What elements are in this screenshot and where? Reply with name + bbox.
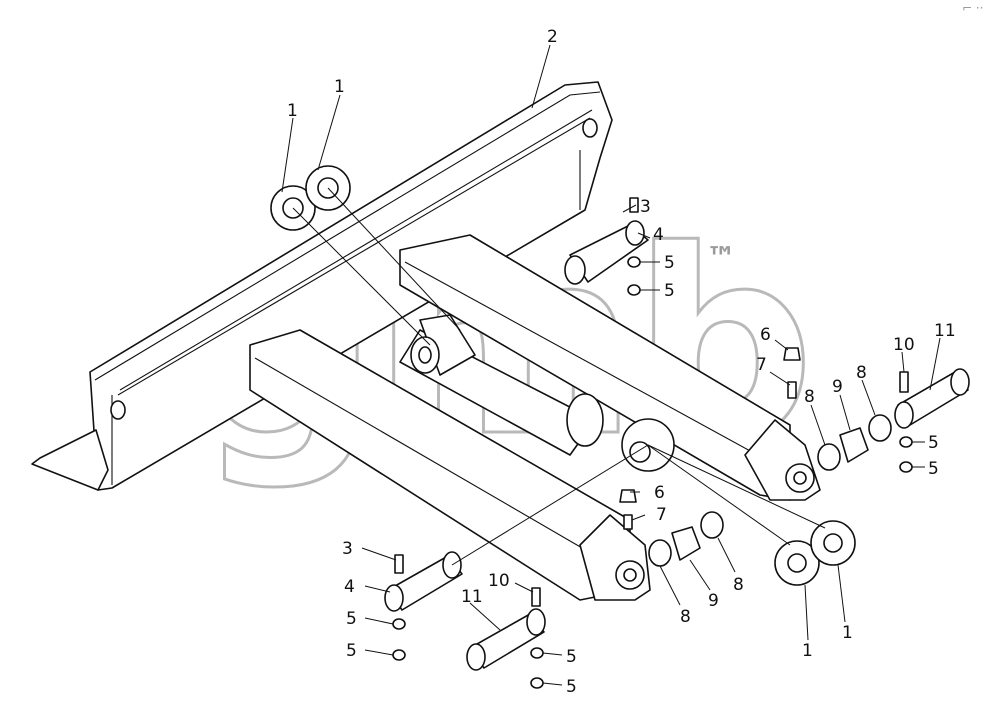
callout-7: 7: [656, 505, 667, 525]
callout-5: 5: [928, 459, 939, 479]
callout-8: 8: [733, 575, 744, 595]
nut-5-right-a: [899, 436, 913, 448]
callout-2: 2: [547, 27, 558, 47]
callouts: 1 1 2 3 4 5 5 6 7 8 9 8 10 11 5 5 6 7 3 …: [287, 27, 956, 697]
nut-5-lower-d: [530, 677, 544, 689]
callout-6: 6: [654, 483, 665, 503]
washer-lower-b-hole: [823, 533, 843, 553]
callout-3: 3: [342, 539, 353, 559]
callout-1: 1: [842, 623, 853, 643]
callout-1: 1: [802, 641, 813, 661]
callout-5: 5: [566, 677, 577, 697]
pin-4-lower: [384, 551, 463, 612]
clevis-right: [744, 419, 821, 501]
pin-11-right: [894, 368, 970, 429]
callout-5: 5: [664, 281, 675, 301]
ring-8-right-b: [868, 414, 892, 442]
nut-5-lower-a: [392, 618, 406, 630]
grease-fitting-7-right: [787, 381, 797, 399]
callout-10: 10: [893, 335, 915, 355]
callout-5: 5: [928, 433, 939, 453]
callout-8: 8: [804, 387, 815, 407]
pin-11-lower: [466, 608, 546, 671]
blade-beam: [31, 81, 613, 491]
pin-upper: [564, 220, 649, 285]
washer-center-hole: [629, 441, 651, 463]
grease-fitting-7-left: [623, 514, 633, 530]
callout-3: 3: [640, 197, 651, 217]
callout-5: 5: [346, 641, 357, 661]
callout-9: 9: [832, 377, 843, 397]
nut-5-upper-a: [627, 256, 641, 268]
callout-11: 11: [461, 587, 483, 607]
watermark-trademark: ™: [706, 241, 736, 276]
callout-11: 11: [934, 321, 956, 341]
nut-5-lower-c: [530, 647, 544, 659]
callout-6: 6: [760, 325, 771, 345]
callout-9: 9: [708, 591, 719, 611]
callout-5: 5: [566, 647, 577, 667]
bolt-3-upper: [629, 197, 639, 213]
callout-7: 7: [756, 355, 767, 375]
leader-lines: [281, 44, 941, 686]
callout-8: 8: [680, 607, 691, 627]
callout-4: 4: [653, 225, 664, 245]
callout-1: 1: [334, 77, 345, 97]
nut-5-right-b: [899, 461, 913, 473]
nut-5-upper-b: [627, 284, 641, 296]
grease-cap-6-left: [619, 489, 637, 503]
callout-5: 5: [664, 253, 675, 273]
bushing-9-right: [839, 427, 869, 463]
bolt-10-right: [899, 371, 909, 393]
clevis-left: [579, 514, 651, 601]
grease-cap-6-right: [783, 347, 801, 361]
bolt-10-lower: [531, 587, 541, 607]
washer-lower-a-hole: [787, 553, 807, 573]
blade-end-hole: [582, 118, 598, 138]
callout-4: 4: [344, 577, 355, 597]
bolt-3-lower: [394, 554, 404, 574]
corner-mark: ⌐ ··: [962, 1, 984, 15]
callout-5: 5: [346, 609, 357, 629]
ring-8-left-a: [648, 539, 672, 567]
callout-1: 1: [287, 101, 298, 121]
bushing-9-left: [671, 526, 701, 561]
blade-end-hole: [110, 400, 126, 420]
nut-5-lower-b: [392, 649, 406, 661]
ring-8-right-a: [817, 443, 841, 471]
callout-10: 10: [488, 571, 510, 591]
callout-8: 8: [856, 363, 867, 383]
lift-cylinder: [399, 314, 604, 456]
ring-8-left-b: [700, 511, 724, 539]
